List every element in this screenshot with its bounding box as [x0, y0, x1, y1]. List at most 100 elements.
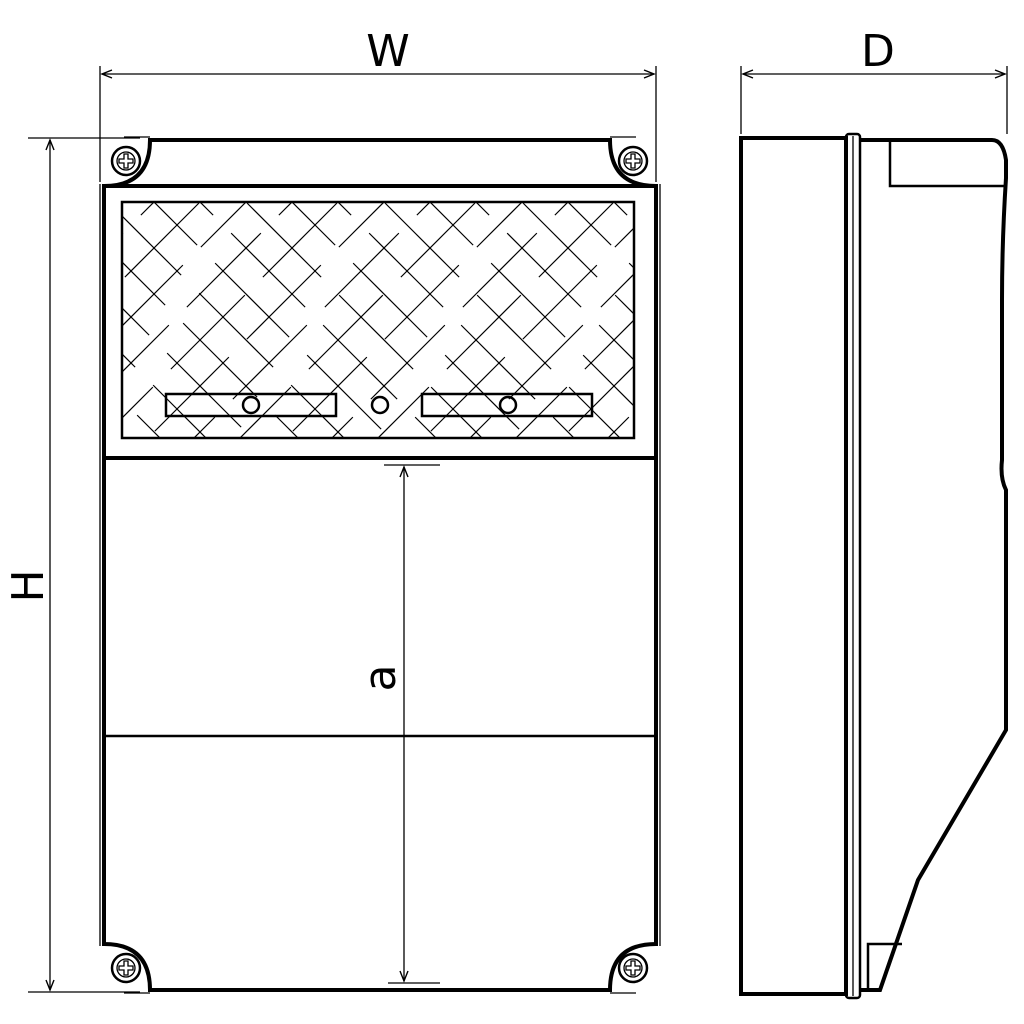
hatch-line — [769, 111, 843, 185]
hatch-line — [232, 324, 308, 400]
hatch-line — [598, 324, 634, 361]
hatch-line — [469, 416, 492, 438]
hatch-line — [384, 264, 460, 340]
hatch-line — [661, 479, 735, 553]
hatch-line — [122, 232, 124, 235]
hatch-line — [569, 81, 643, 155]
hatch-line — [475, 202, 490, 216]
hatch-line — [0, 261, 11, 335]
hatch-line — [122, 215, 182, 276]
hatch-line — [737, 325, 811, 399]
hatch-line — [140, 202, 155, 216]
hatch-line — [767, 539, 841, 613]
hatch-line — [693, 141, 767, 215]
hatch-line — [124, 202, 200, 278]
hatch-line — [967, 417, 1024, 491]
hatch-line — [29, 353, 103, 427]
hatch-line — [799, 479, 873, 553]
hatch-line — [600, 273, 634, 308]
hatch-line — [463, 509, 537, 583]
depth-label: D — [861, 26, 895, 77]
hatch-line — [429, 202, 474, 246]
hatch-line — [431, 111, 505, 185]
hatch-line — [937, 479, 1011, 553]
hatch-line — [0, 415, 73, 489]
hatch-line — [723, 295, 797, 369]
side-cover — [860, 138, 1008, 992]
hatch-line — [201, 449, 275, 523]
hatch-line — [446, 294, 522, 370]
hatch-line — [262, 202, 338, 278]
hatch-line — [198, 292, 274, 368]
hatch-line — [937, 203, 1011, 277]
hatch-line — [155, 111, 229, 185]
hatch-line — [707, 111, 781, 185]
hatch-line — [707, 81, 781, 155]
hatch-line — [444, 354, 520, 430]
hatch-line — [293, 111, 367, 185]
hatch-line — [462, 232, 538, 308]
hatch-line — [493, 111, 567, 185]
hatch-line — [322, 324, 398, 400]
screw-icon — [617, 952, 649, 984]
hatch-line — [607, 416, 630, 438]
hatch-line — [339, 449, 413, 523]
din-rail-right — [420, 392, 594, 418]
hatch-line — [229, 507, 303, 581]
hatch-line — [33, 295, 107, 369]
hatch-line — [631, 387, 705, 461]
hatch-line — [324, 232, 400, 308]
front-body-outline — [102, 138, 658, 992]
hatch-line — [506, 232, 582, 308]
hatch-line — [631, 111, 705, 185]
hatch-line — [0, 479, 61, 553]
hatch-line — [0, 201, 43, 275]
hatch-line — [0, 171, 1, 245]
hatch-line — [584, 319, 634, 370]
hatch-line — [629, 539, 703, 613]
hatch-line — [414, 416, 437, 438]
side-seal — [844, 132, 862, 1000]
hatch-line — [845, 387, 919, 461]
hatch-line — [613, 202, 628, 216]
dimension-a: a — [355, 464, 440, 984]
hatch-line — [370, 324, 446, 400]
hatch-line — [122, 324, 170, 373]
dimension-w: W — [99, 26, 657, 182]
hatch-line — [400, 202, 476, 278]
hatch-line — [538, 202, 614, 278]
window-hatching — [0, 81, 1024, 615]
screw-icon — [617, 145, 649, 177]
hatch-line — [401, 479, 475, 553]
hatch-line — [829, 141, 903, 215]
screw-icon — [110, 952, 142, 984]
hatch-line — [338, 202, 385, 248]
hatch-line — [739, 233, 813, 307]
hatch-line — [799, 265, 873, 339]
hatch-line — [859, 355, 933, 429]
hatch-line — [308, 294, 384, 370]
hatch-line — [567, 202, 612, 246]
hatch-line — [568, 365, 634, 432]
hatch-line — [721, 355, 795, 429]
side-view — [739, 132, 1008, 1000]
hatch-line — [539, 479, 613, 553]
inner-label: a — [355, 665, 406, 692]
dimension-d: D — [740, 26, 1008, 134]
hatch-line — [568, 386, 621, 438]
hatch-line — [109, 541, 183, 615]
hatch-line — [815, 203, 889, 277]
hatch-line — [337, 202, 352, 216]
hatch-line — [213, 537, 287, 611]
hatch-line — [490, 262, 566, 338]
hatch-line — [416, 202, 431, 216]
hatch-line — [767, 263, 841, 337]
hatch-line — [186, 232, 262, 308]
hatch-line — [983, 81, 1024, 155]
hatch-line — [921, 509, 995, 583]
hatch-line — [476, 294, 552, 370]
hatch-line — [845, 111, 919, 185]
hatch-line — [753, 295, 827, 369]
hatch-line — [338, 294, 414, 370]
hatch-line — [515, 386, 568, 438]
